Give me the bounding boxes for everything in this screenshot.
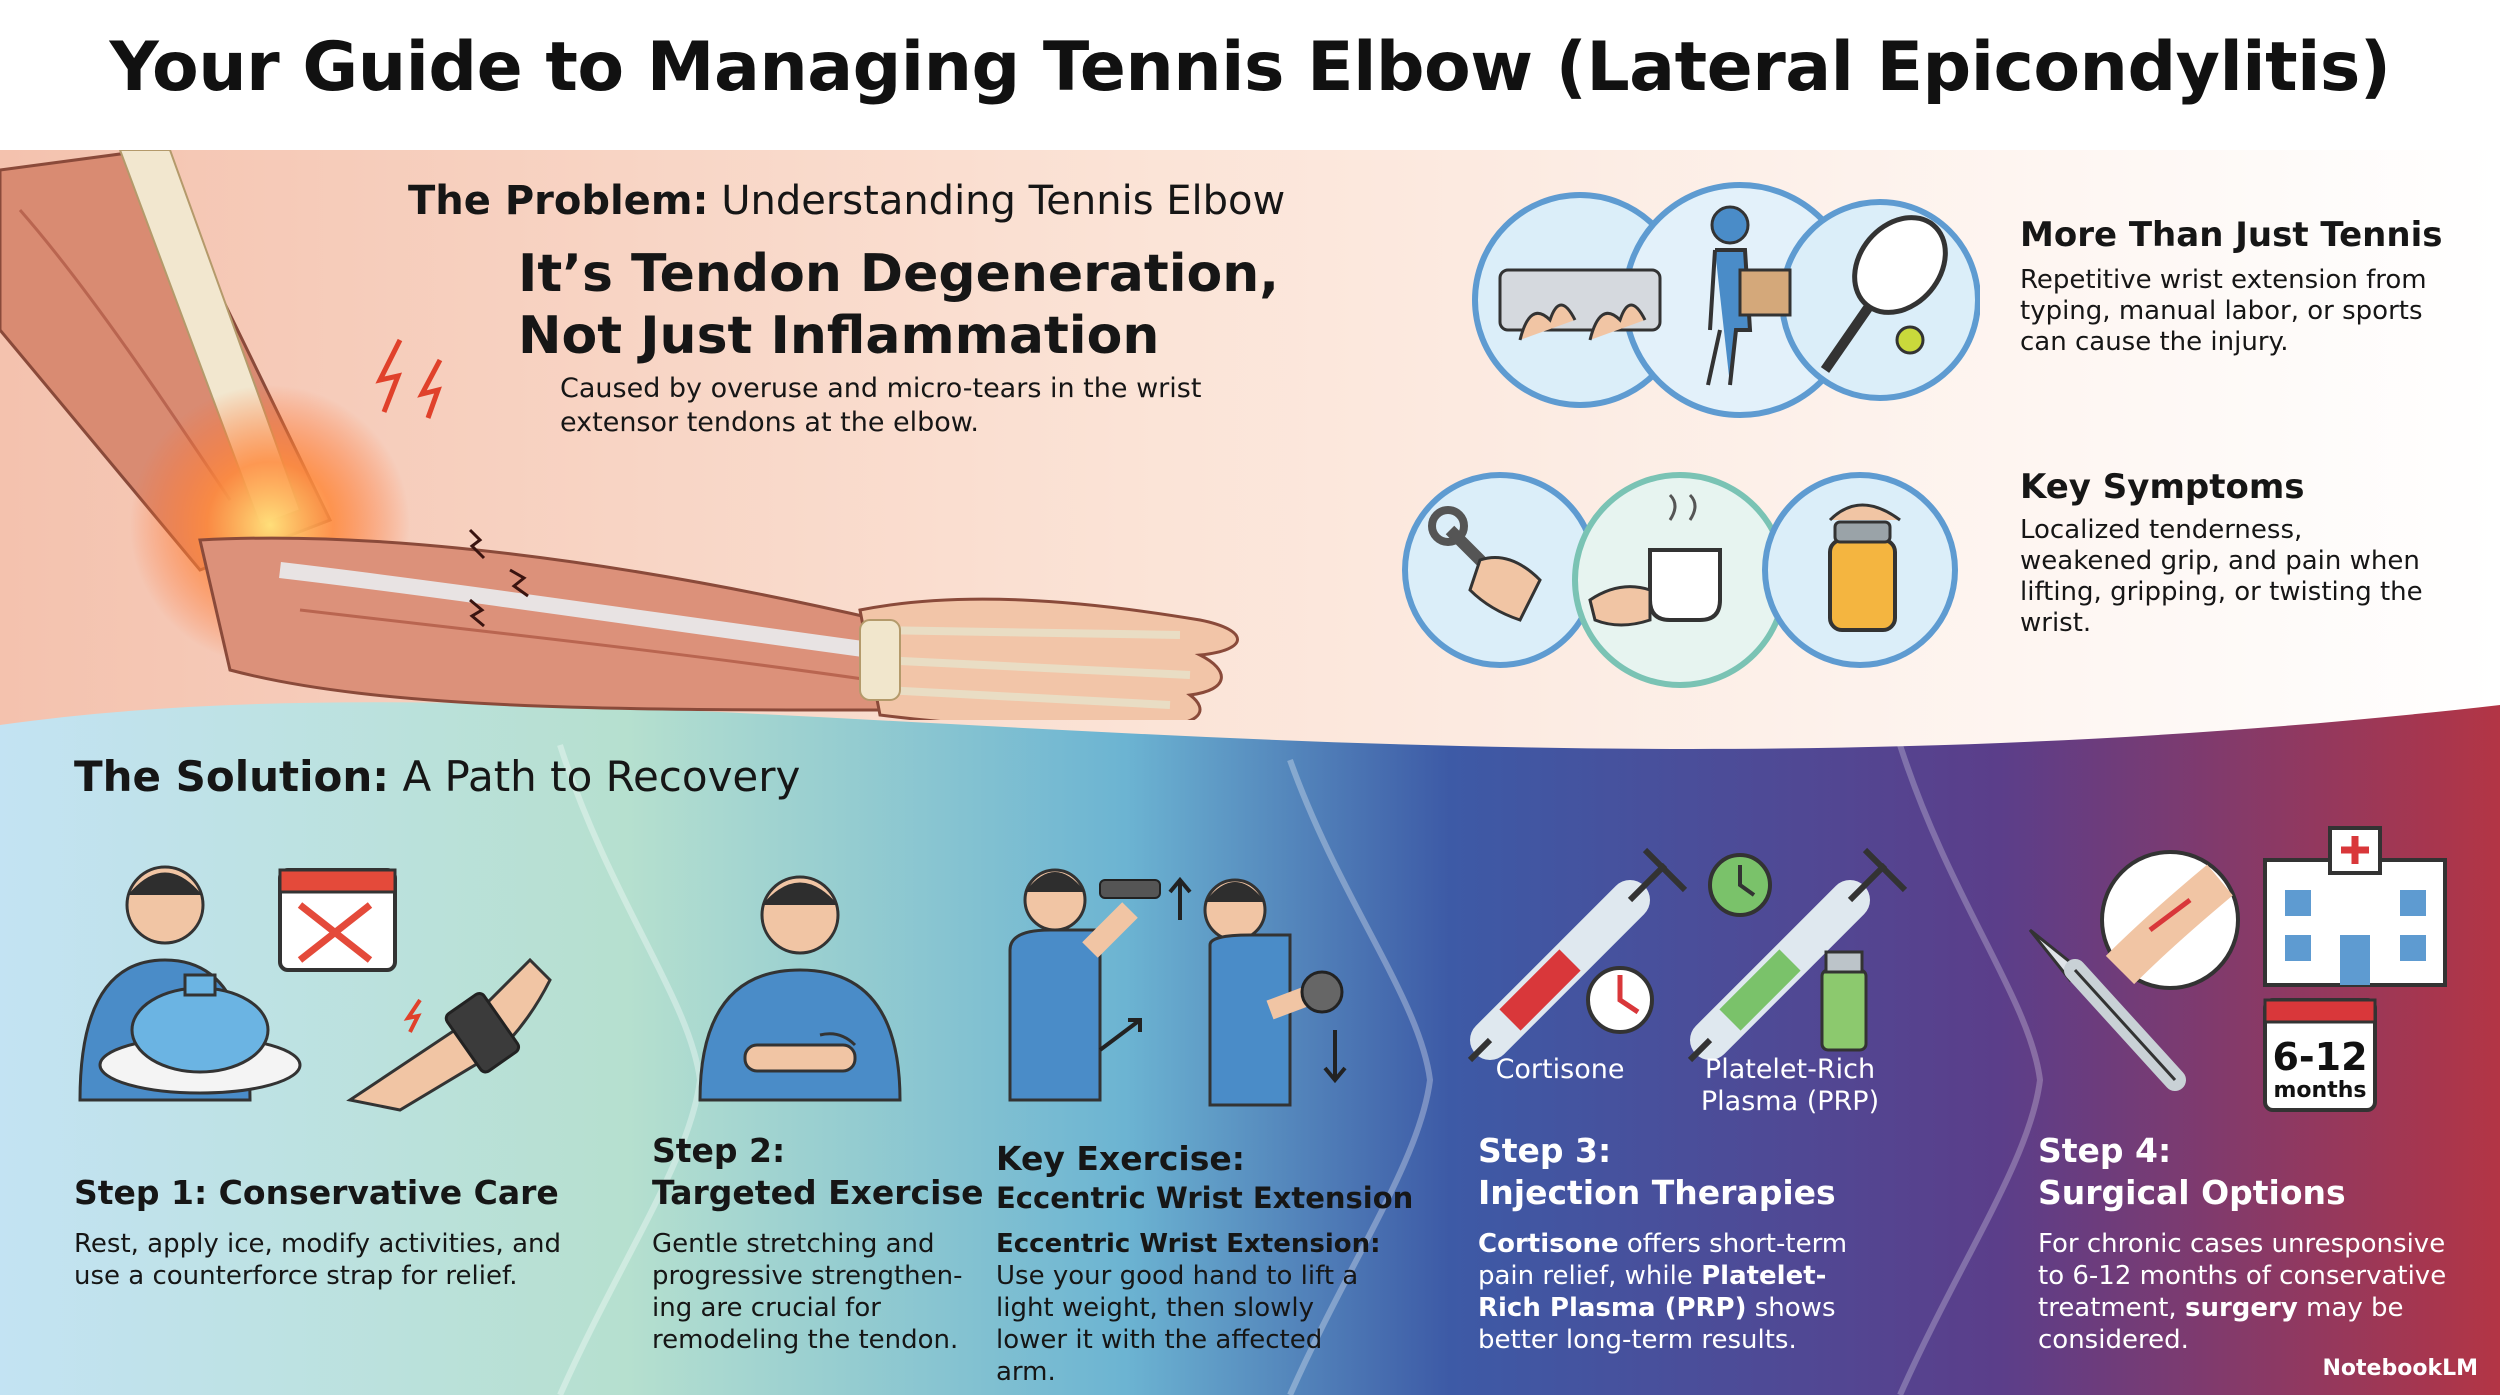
step2-title-line2: Targeted Exercise xyxy=(652,1173,984,1212)
brand-watermark: NotebookLM xyxy=(2322,1356,2478,1381)
lifting-person-icon xyxy=(1008,868,1192,1102)
symptoms-icon-group xyxy=(1402,472,1958,688)
months-badge-unit: months xyxy=(2273,1078,2367,1103)
step1-title: Step 1: Conservative Care xyxy=(74,1173,559,1212)
step4-text-part1: For chronic cases unresponsive to 6-12 m… xyxy=(2038,1229,2447,1323)
forearm-anatomy-illustration xyxy=(0,150,1239,720)
step3-title: Step 3: Injection Therapies xyxy=(1478,1130,1836,1214)
key-exercise-title-line1: Key Exercise: xyxy=(996,1139,1245,1178)
solution-heading-bold: The Solution: xyxy=(74,752,390,801)
prp-label: Platelet-Rich Plasma (PRP) xyxy=(1700,1054,1880,1117)
lowering-person-icon xyxy=(1203,878,1347,1107)
key-exercise-text: Eccentric Wrist Extension: Use your good… xyxy=(996,1228,1386,1388)
problem-heading-rest: Understanding Tennis Elbow xyxy=(708,178,1286,224)
problem-cause-text: Caused by overuse and micro-tears in the… xyxy=(560,373,1202,438)
elbow-incision-icon xyxy=(2100,850,2240,990)
step3-text-part2: shows better long-term results. xyxy=(1478,1293,1836,1355)
step3-text-part1: offers short-term pain relief, while xyxy=(1478,1229,1848,1291)
symptoms-heading: Key Symptoms xyxy=(2020,467,2305,507)
prp-syringe-icon xyxy=(1687,847,1908,1063)
calendar-cross-icon xyxy=(278,868,397,972)
step2-title-line1: Step 2: xyxy=(652,1131,786,1170)
step4-text-bold: surgery xyxy=(2184,1293,2298,1323)
step4-text: For chronic cases unresponsive to 6-12 m… xyxy=(2038,1228,2458,1356)
key-exercise-title-line2: Eccentric Wrist Extension xyxy=(996,1181,1414,1215)
step3-title-line1: Step 3: xyxy=(1478,1131,1612,1170)
solution-heading: The Solution: A Path to Recovery xyxy=(74,752,800,801)
step2-text: Gentle stretching and progressive streng… xyxy=(652,1229,963,1355)
eccentric-exercise-illustration xyxy=(1008,868,1347,1107)
counterforce-strap-icon xyxy=(346,957,552,1112)
headline-line1: It’s Tendon Degeneration, xyxy=(518,244,1280,304)
injection-illustration xyxy=(1467,847,1908,1063)
solution-heading-rest: A Path to Recovery xyxy=(389,752,801,801)
calendar-months-icon xyxy=(2263,998,2377,1112)
cortisone-syringe-icon xyxy=(1467,847,1688,1063)
key-exercise-text-bold: Eccentric Wrist Extension: xyxy=(996,1229,1381,1259)
step4-text-part2: may be considered. xyxy=(2038,1293,2404,1355)
wrench-grip-icon xyxy=(1428,506,1542,622)
typing-icon xyxy=(1498,268,1662,341)
step4-title-line2: Surgical Options xyxy=(2038,1173,2346,1212)
step4-title-line1: Step 4: xyxy=(2038,1131,2172,1170)
months-badge-value: 6-12 xyxy=(2272,1035,2368,1079)
lifting-cup-icon xyxy=(1588,493,1722,627)
page-title: Your Guide to Managing Tennis Elbow (Lat… xyxy=(109,28,2391,107)
step3-text: Cortisone offers short-term pain relief,… xyxy=(1478,1228,1878,1356)
more-than-tennis-text: Repetitive wrist extension from typing, … xyxy=(2020,265,2427,357)
problem-heading: The Problem: Understanding Tennis Elbow xyxy=(408,178,1285,224)
step3-title-line2: Injection Therapies xyxy=(1478,1173,1836,1212)
ice-pack-icon xyxy=(98,973,302,1095)
clock-red-icon xyxy=(1586,966,1654,1034)
step1-text: Rest, apply ice, modify activities, and … xyxy=(74,1229,561,1291)
problem-heading-bold: The Problem: xyxy=(408,178,709,224)
step4-title: Step 4: Surgical Options xyxy=(2038,1130,2346,1214)
step3-text-bold1: Cortisone xyxy=(1478,1229,1619,1259)
scalpel-icon xyxy=(2028,928,2186,1091)
step1-illustration xyxy=(78,865,552,1112)
step3-text-bold2: Platelet-Rich Plasma (PRP) xyxy=(1478,1261,1827,1323)
activities-icon-group xyxy=(1472,182,1980,418)
symptoms-text: Localized tenderness, weakened grip, and… xyxy=(2020,515,2423,638)
tennis-racket-icon xyxy=(1820,215,1948,373)
key-exercise-title: Key Exercise: Eccentric Wrist Extension xyxy=(996,1138,1413,1216)
cortisone-label: Cortisone xyxy=(1495,1054,1625,1085)
hospital-icon xyxy=(2263,826,2447,987)
step2-stretch-illustration xyxy=(698,875,902,1102)
headline-line2: Not Just Inflammation xyxy=(518,306,1160,366)
problem-headline: It’s Tendon Degeneration, Not Just Infla… xyxy=(518,243,1279,367)
vial-icon xyxy=(1820,950,1868,1052)
more-than-tennis-heading: More Than Just Tennis xyxy=(2020,215,2443,255)
carrying-box-icon xyxy=(1706,205,1792,386)
step2-title: Step 2: Targeted Exercise xyxy=(652,1130,983,1214)
key-exercise-text-rest: Use your good hand to lift a light weigh… xyxy=(996,1261,1359,1387)
jar-twist-icon xyxy=(1828,503,1901,632)
clock-green-icon xyxy=(1708,853,1772,917)
surgery-illustration xyxy=(2028,826,2447,1112)
